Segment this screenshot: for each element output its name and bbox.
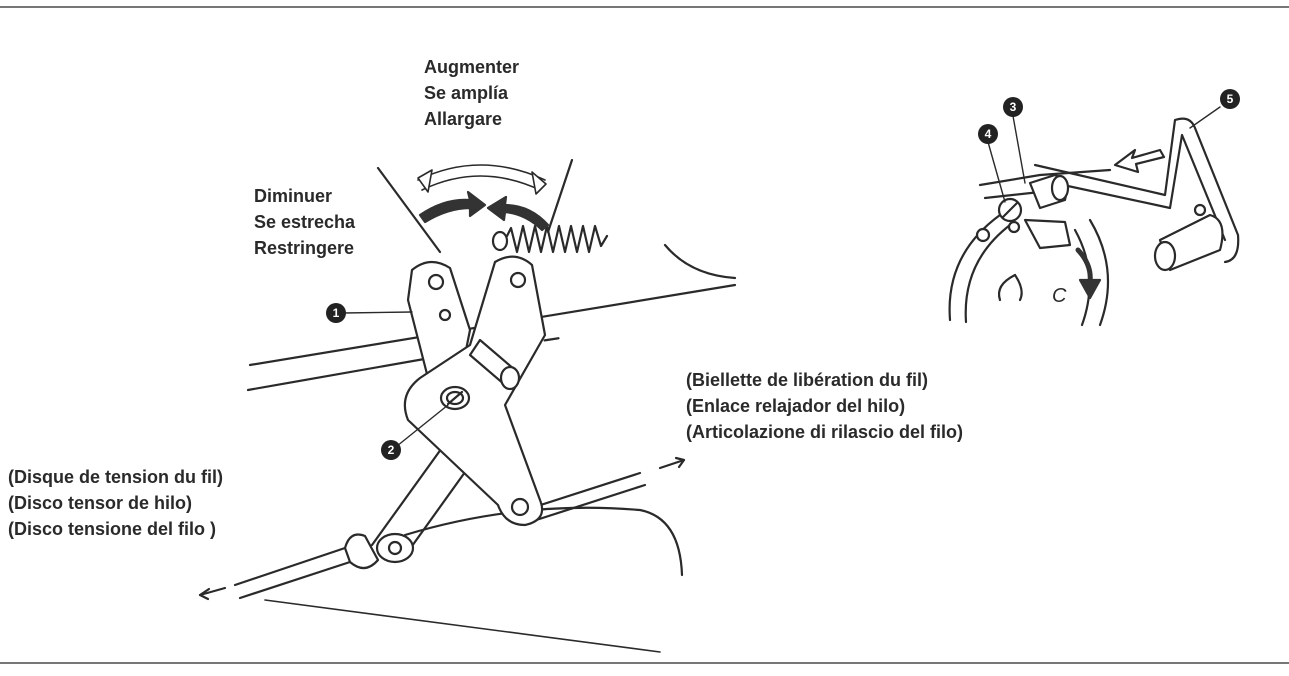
bobbin-c [997,273,1017,302]
clevis [343,533,380,570]
rod-arrow-right [658,458,686,470]
rod-arrow-right-head [674,456,686,469]
callout-4: 4 [978,124,998,144]
release-link-label: (Biellette de libération du fil) (Enlace… [686,367,963,445]
solid-arrow-right [418,190,487,224]
decrease-it: Restringere [254,238,355,258]
spring-end [491,230,509,252]
leader-3 [1012,115,1026,184]
release-link-it: (Articolazione di rilascio del filo) [686,422,964,442]
increase-label: Augmenter Se amplía Allargare [424,54,519,132]
small-screw-b [1007,220,1021,234]
increase-es: Se amplía [424,83,509,103]
screw-slot [446,390,464,406]
collar [1023,218,1072,250]
rod-right-upper [523,471,642,512]
release-plate-hole-top [509,271,527,289]
release-link-es: (Enlace relajador del hilo) [686,396,906,416]
rotation-arrow [1075,247,1093,285]
shaft-line-upper [978,168,1112,187]
guide-line-right [546,158,574,234]
outline-arrow-left-head [417,169,433,193]
hook-arc-outer [948,213,1002,322]
machine-curve [403,506,684,577]
shaft-line-lower [983,190,1042,200]
hook-arc-mid [964,223,1012,324]
hook-arc-inner-2 [1073,228,1091,327]
shaft-end-screw [1193,203,1207,217]
body-line-lower [246,356,432,392]
tension-disc-fr: (Disque de tension du fil) [8,467,223,487]
rod-arrow-left-head [198,587,211,601]
decrease-label: Diminuer Se estrecha Restringere [254,183,355,261]
callout-3: 3 [1003,97,1023,117]
spring [503,224,609,254]
leader-4 [987,141,1006,203]
rotation-arrow-head [1078,278,1102,300]
increase-it: Allargare [424,109,503,129]
callout-1: 1 [326,303,346,323]
tension-disc-es: (Disco tensor de hilo) [8,493,193,513]
decrease-fr: Diminuer [254,186,333,206]
bobbin-c-2 [1013,273,1023,302]
pin-cylinder-end [499,365,521,391]
increase-fr: Augmenter [424,57,520,77]
solid-arrow-left [486,195,550,232]
frame-bottom-rule [0,662,1289,664]
small-screw-a [975,227,991,243]
leader-5 [1189,106,1221,129]
rod-arrow-left [198,586,227,597]
outline-arrow-curve-2 [421,175,541,191]
shaft-end-face [1153,240,1177,272]
machine-line-bottom [264,599,661,653]
release-plate-hole-bottom [510,497,530,517]
rod-right-lower [528,483,647,524]
link-joint-hole [387,540,403,556]
tension-disc-label: (Disque de tension du fil) (Disco tensor… [8,464,223,542]
decrease-es: Se estrecha [254,212,356,232]
upper-plate-hole-a [427,273,445,291]
rod-lower [238,560,352,600]
rod-upper [233,546,347,587]
rotation-letter: C [1052,285,1067,307]
callout-5: 5 [1220,89,1240,109]
release-plate [403,255,547,527]
hook-arc-inner [1088,218,1110,327]
outline-arrow-curve [417,164,546,181]
lever-5-inner [1038,133,1227,242]
frame-top-rule [0,6,1289,8]
outline-arrow-right-head [531,171,547,195]
upper-plate-hole-b [438,308,452,322]
release-link-fr: (Biellette de libération du fil) [686,370,929,390]
callout-2: 2 [381,440,401,460]
tension-disc-it: (Disco tensione del filo ) [8,519,217,539]
screw-4-slot [1001,201,1019,219]
leader-1 [342,311,413,314]
leader-2 [396,404,449,447]
cylinder-3-end [1050,174,1070,202]
push-arrow [1113,148,1166,174]
lever-5 [1033,117,1240,264]
body-curve-right [663,243,737,280]
guide-line-left [376,166,442,254]
